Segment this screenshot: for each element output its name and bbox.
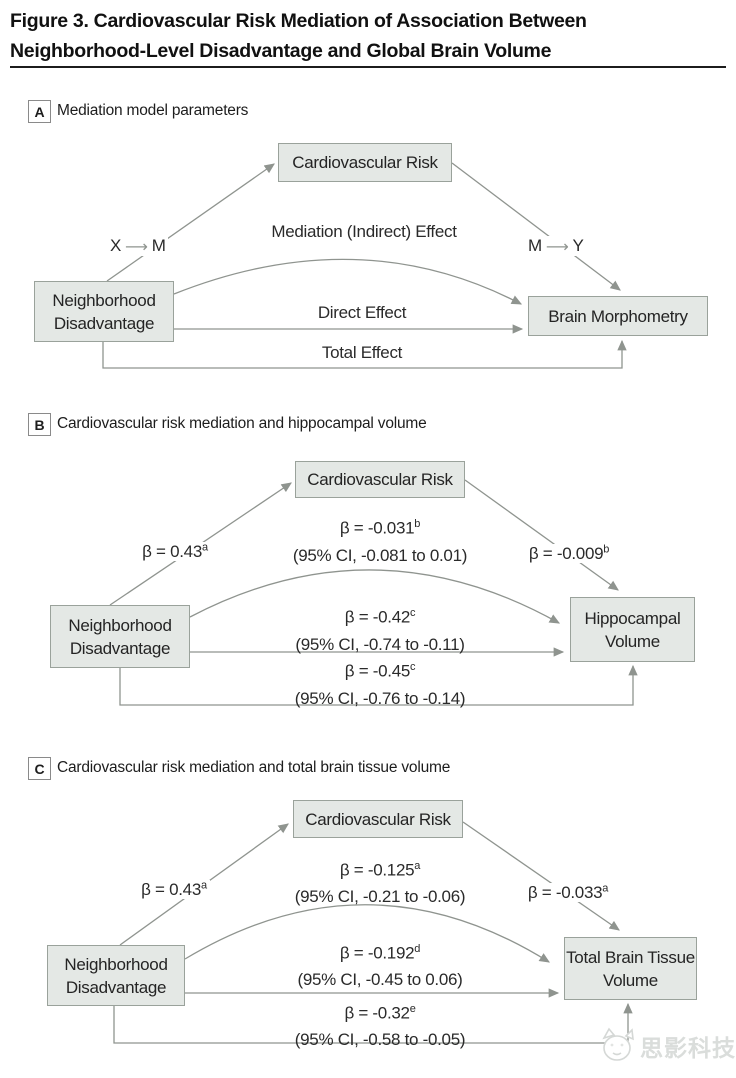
- panel-c-letter: C: [28, 757, 51, 780]
- b-total-beta: β = -0.45: [344, 661, 411, 681]
- panel-a-heading: Mediation model parameters: [57, 102, 249, 119]
- panel-b-letter: B: [28, 413, 51, 436]
- b-total-stat: β = -0.45c (95% CI, -0.76 to -0.14): [250, 654, 510, 712]
- c-indirect-beta: β = -0.125: [339, 860, 415, 880]
- watermark: 思影科技: [596, 1020, 736, 1072]
- figure-title-line2: Neighborhood-Level Disadvantage and Glob…: [10, 40, 552, 62]
- b-direct-beta-line: β = -0.42c: [250, 600, 510, 631]
- c-total-ci: (95% CI, -0.58 to -0.05): [294, 1029, 466, 1049]
- b-path-b-arrow: [464, 479, 619, 591]
- c-direct-ci: (95% CI, -0.45 to 0.06): [297, 969, 463, 989]
- b-total-ci: (95% CI, -0.76 to -0.14): [294, 688, 466, 708]
- a-path-mediator-to-y-arrow: [451, 162, 621, 291]
- b-indirect-arc-arrow: [189, 569, 561, 624]
- a-my-arrow-glyph: ⟶: [545, 236, 569, 256]
- panel-b-heading: Cardiovascular risk mediation and hippoc…: [57, 415, 427, 432]
- b-path-a-coef: β = 0.43a: [123, 541, 227, 562]
- b-mediator-box: Cardiovascular Risk: [295, 461, 465, 498]
- c-total-beta: β = -0.32: [344, 1003, 410, 1023]
- title-divider: [10, 66, 726, 68]
- b-direct-sup: c: [410, 607, 416, 619]
- a-mediator-box: Cardiovascular Risk: [278, 143, 452, 182]
- c-indirect-arc-arrow: [184, 904, 550, 963]
- a-xm-label: X⟶M: [108, 236, 168, 256]
- c-path-a-coef: β = 0.43a: [122, 879, 226, 900]
- c-direct-stat: β = -0.192d (95% CI, -0.45 to 0.06): [248, 936, 512, 993]
- c-path-b-arrow: [462, 821, 620, 931]
- b-indirect-ci: (95% CI, -0.081 to 0.01): [292, 545, 468, 565]
- c-total-sup: e: [409, 1003, 416, 1015]
- c-predictor-box: Neighborhood Disadvantage: [47, 945, 185, 1006]
- c-total-arrow: [113, 1002, 633, 1044]
- c-total-beta-line: β = -0.32e: [248, 996, 512, 1027]
- c-indirect-ci: (95% CI, -0.21 to -0.06): [294, 886, 466, 906]
- a-predictor-box: Neighborhood Disadvantage: [34, 281, 174, 342]
- c-direct-sup: d: [414, 943, 421, 955]
- panel-a-letter: A: [28, 100, 51, 123]
- watermark-text: 思影科技: [640, 1035, 736, 1061]
- b-indirect-sup: b: [414, 518, 421, 530]
- a-direct-effect-label: Direct Effect: [317, 303, 407, 322]
- c-direct-beta-line: β = -0.192d: [248, 936, 512, 967]
- b-direct-stat: β = -0.42c (95% CI, -0.74 to -0.11): [250, 600, 510, 658]
- c-total-stat: β = -0.32e (95% CI, -0.58 to -0.05): [248, 996, 512, 1053]
- a-outcome-box: Brain Morphometry: [528, 296, 708, 336]
- b-indirect-beta-line: β = -0.031b: [250, 511, 510, 542]
- c-indirect-beta-line: β = -0.125a: [248, 853, 512, 884]
- b-path-b-beta: β = -0.009: [528, 543, 604, 563]
- c-path-b-coef: β = -0.033a: [511, 882, 625, 903]
- a-m-label: M: [151, 236, 166, 255]
- figure-title-line1: Figure 3. Cardiovascular Risk Mediation …: [10, 10, 587, 32]
- b-direct-ci: (95% CI, -0.74 to -0.11): [295, 634, 465, 654]
- panel-c-heading: Cardiovascular risk mediation and total …: [57, 759, 451, 776]
- a-total-arrow: [102, 339, 627, 369]
- b-path-b-coef: β = -0.009b: [512, 543, 626, 564]
- a-x-label: X: [110, 236, 122, 255]
- figure-title: Figure 3. Cardiovascular Risk Mediation …: [10, 6, 726, 66]
- c-path-b-beta: β = -0.033: [527, 882, 603, 902]
- a-my-label: M⟶Y: [526, 236, 586, 256]
- c-path-a-beta: β = 0.43: [141, 879, 201, 899]
- a-total-effect-label: Total Effect: [321, 343, 403, 362]
- b-indirect-stat: β = -0.031b (95% CI, -0.081 to 0.01): [250, 511, 510, 569]
- b-total-beta-line: β = -0.45c: [250, 654, 510, 685]
- b-indirect-beta: β = -0.031: [339, 518, 415, 538]
- b-direct-beta: β = -0.42: [344, 607, 411, 627]
- a-xm-arrow-glyph: ⟶: [125, 236, 148, 256]
- c-indirect-stat: β = -0.125a (95% CI, -0.21 to -0.06): [248, 853, 512, 910]
- a-m2-label: M: [528, 236, 542, 255]
- b-path-a-beta: β = 0.43: [142, 541, 202, 561]
- b-path-a-sup: a: [202, 541, 208, 553]
- b-path-b-sup: b: [603, 543, 610, 555]
- b-total-arrow: [119, 664, 638, 706]
- b-outcome-box: Hippocampal Volume: [570, 597, 695, 662]
- a-path-x-to-mediator-arrow: [106, 163, 275, 282]
- c-path-b-sup: a: [602, 882, 609, 894]
- b-total-sup: c: [410, 661, 416, 673]
- a-mediation-arc-arrow: [173, 258, 523, 305]
- c-mediator-box: Cardiovascular Risk: [293, 800, 463, 838]
- watermark-logo-icon: [602, 1027, 634, 1061]
- a-mediation-effect-label: Mediation (Indirect) Effect: [271, 222, 457, 241]
- c-outcome-box: Total Brain Tissue Volume: [564, 937, 697, 1000]
- c-direct-beta: β = -0.192: [339, 943, 415, 963]
- b-predictor-box: Neighborhood Disadvantage: [50, 605, 190, 668]
- c-path-a-sup: a: [201, 879, 207, 891]
- a-y-label: Y: [572, 236, 584, 255]
- c-indirect-sup: a: [414, 860, 421, 872]
